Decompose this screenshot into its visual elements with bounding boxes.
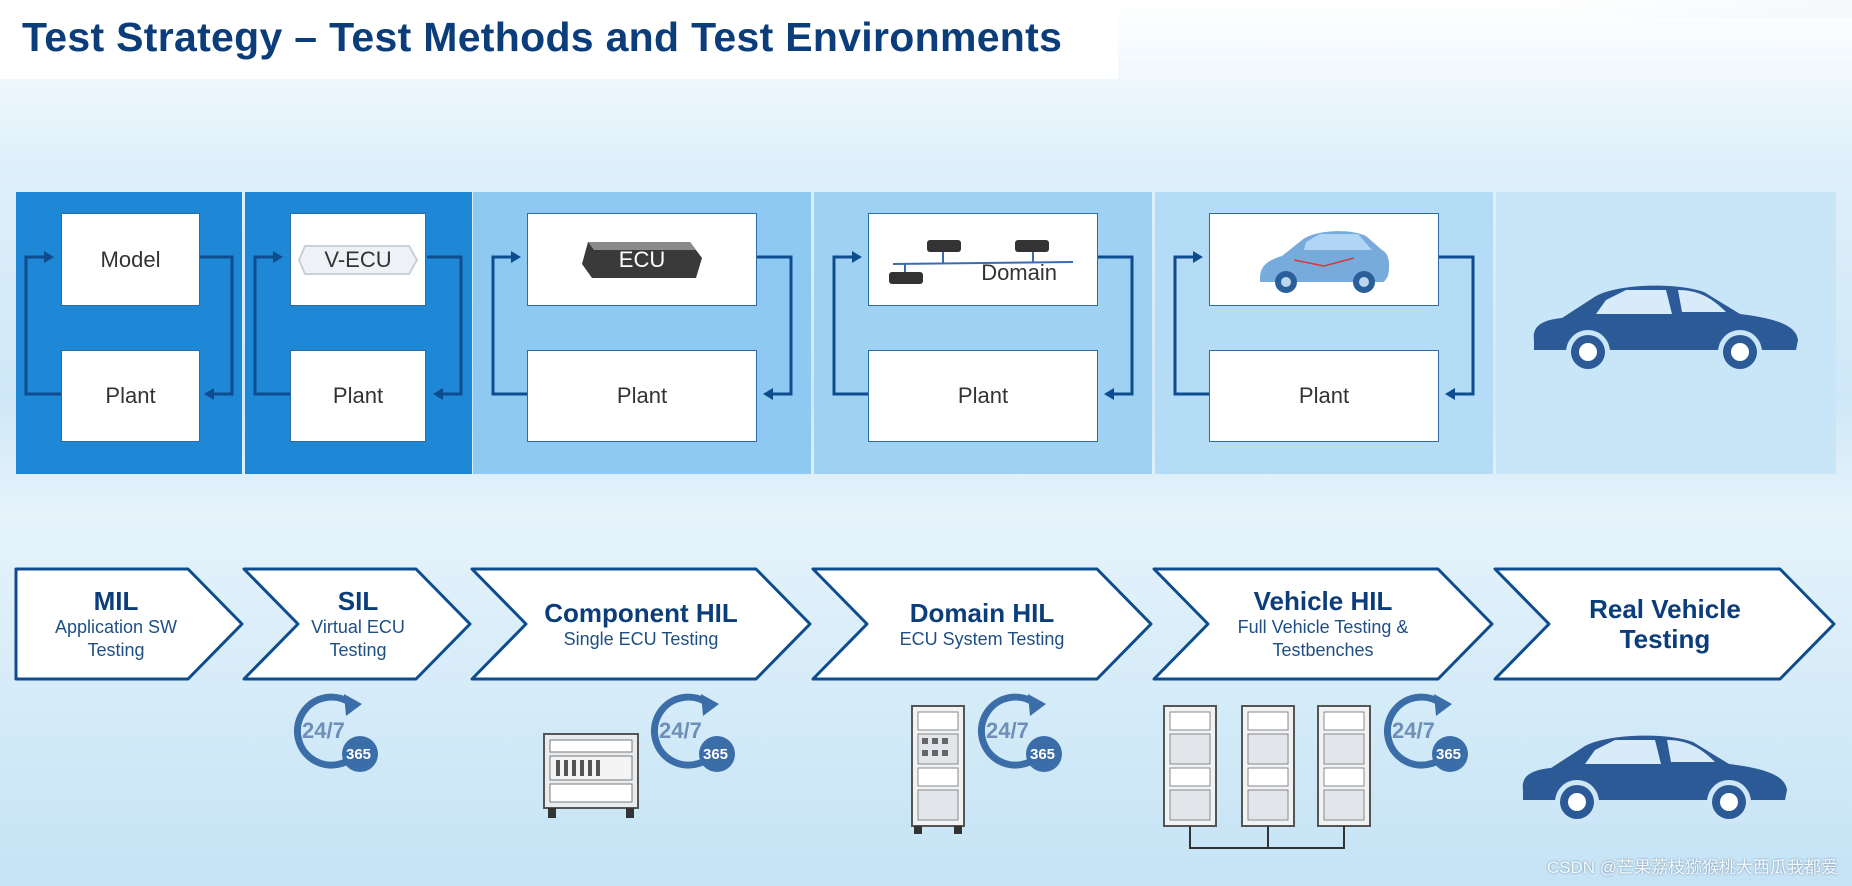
- corner-logo-mark: [1532, 0, 1852, 18]
- method-real-vehicle: Real Vehicle Testing: [1530, 566, 1800, 682]
- method-sil-sub-2: Testing: [329, 640, 387, 660]
- vehicle-hil-top-cell: [1209, 213, 1439, 306]
- continuous-cycle-icon: 24/7 365: [972, 690, 1068, 776]
- method-vehicle-hil: Vehicle HIL Full Vehicle Testing & Testb…: [1188, 566, 1458, 682]
- component-hil-rack-icon: [543, 733, 639, 818]
- method-sil: SIL Virtual ECU Testing: [270, 566, 446, 682]
- sil-bottom-cell: Plant: [290, 350, 426, 442]
- badge-365-text: 365: [346, 746, 372, 763]
- car-silhouette-icon: [1533, 285, 1798, 374]
- mil-top-cell: Model: [61, 213, 200, 306]
- chevron-domain-hil: [811, 567, 1153, 681]
- chevron-mil: [14, 567, 244, 681]
- chevron-sil: [242, 567, 472, 681]
- sil-top-label: V-ECU: [324, 246, 392, 272]
- method-sil-sub-1: Virtual ECU: [311, 617, 405, 637]
- watermark: CSDN @芒果荔枝猕猴桃大西瓜我都爱: [1546, 858, 1838, 877]
- method-mil: MIL Application SW Testing: [16, 566, 216, 682]
- method-component-hil-name: Component HIL: [544, 597, 738, 628]
- badge-247-text: 24/7: [659, 718, 702, 743]
- ecu-unit-icon: [582, 242, 702, 278]
- method-vehicle-hil-name: Vehicle HIL: [1253, 586, 1393, 616]
- test-method-chevrons: [14, 567, 1836, 681]
- component-hil-top-label: ECU: [618, 246, 666, 272]
- mil-bottom-cell: Plant: [61, 350, 200, 442]
- badge-247-text: 24/7: [302, 718, 345, 743]
- virtual-ecu-icon: [297, 245, 419, 275]
- method-component-hil-sub: Single ECU Testing: [563, 628, 719, 649]
- vehicle-hil-rack-group-icon: [1163, 705, 1371, 849]
- chevron-vehicle-hil: [1152, 567, 1494, 681]
- vehicle-hil-bottom-cell: Plant: [1209, 350, 1439, 442]
- method-vehicle-hil-sub-1: Full Vehicle Testing &: [1237, 617, 1409, 637]
- domain-hil-top-label: Domain: [981, 259, 1057, 285]
- continuous-cycle-icon: 24/7 365: [288, 690, 384, 776]
- method-real-vehicle-sub: Testing: [1619, 624, 1711, 654]
- chevron-component-hil: [470, 567, 812, 681]
- method-real-vehicle-name: Real Vehicle: [1589, 594, 1741, 624]
- method-mil-sub-2: Testing: [87, 640, 145, 660]
- method-domain-hil: Domain HIL ECU System Testing: [847, 566, 1117, 682]
- method-mil-sub-1: Application SW: [54, 617, 178, 637]
- continuous-cycle-icon: 24/7 365: [645, 690, 741, 776]
- badge-247-text: 24/7: [1392, 718, 1435, 743]
- component-hil-bottom-cell: Plant: [527, 350, 757, 442]
- domain-hil-top-cell: Domain: [868, 213, 1098, 306]
- method-domain-hil-sub: ECU System Testing: [899, 628, 1065, 649]
- transparent-vehicle-icon: [1260, 230, 1390, 293]
- badge-247-text: 24/7: [986, 718, 1029, 743]
- method-mil-name: MIL: [93, 586, 139, 616]
- domain-network-icon: [889, 240, 1074, 284]
- title-bar: [0, 0, 1118, 79]
- sil-top-cell: V-ECU: [290, 213, 426, 306]
- method-vehicle-hil-sub-2: Testbenches: [1272, 640, 1374, 660]
- method-sil-name: SIL: [337, 586, 379, 616]
- domain-hil-bottom-cell: Plant: [868, 350, 1098, 442]
- domain-hil-rack-icon: [911, 705, 965, 834]
- badge-365-text: 365: [1030, 746, 1056, 763]
- component-hil-top-cell: ECU: [527, 213, 757, 306]
- continuous-cycle-icon: 24/7 365: [1378, 690, 1474, 776]
- page-title: Test Strategy – Test Methods and Test En…: [22, 14, 1063, 60]
- badge-365-text: 365: [703, 746, 729, 763]
- method-domain-hil-name: Domain HIL: [909, 597, 1055, 628]
- method-component-hil: Component HIL Single ECU Testing: [506, 566, 776, 682]
- chevron-real-vehicle: [1493, 567, 1836, 681]
- badge-365-text: 365: [1436, 746, 1462, 763]
- real-vehicle-car-icon: [1522, 735, 1787, 824]
